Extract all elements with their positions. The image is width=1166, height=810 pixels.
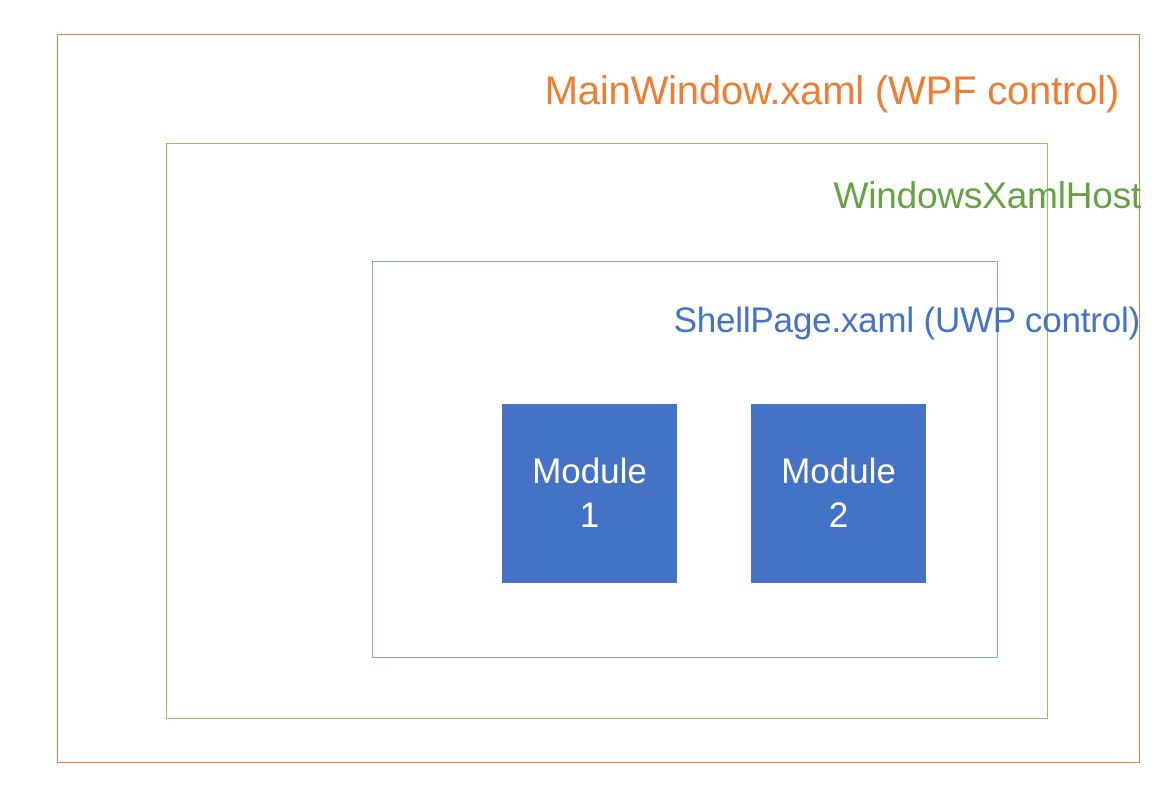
label-mainwindow-wpf: MainWindow.xaml (WPF control) [544, 69, 1120, 113]
module-1-index: 1 [579, 495, 600, 535]
module-2-index: 2 [828, 495, 849, 535]
module-2-name: Module [781, 451, 896, 491]
label-shellpage-uwp: ShellPage.xaml (UWP control) [673, 301, 1141, 340]
container-shellpage-uwp [372, 261, 998, 658]
label-windowsxamlhost: WindowsXamlHost [833, 175, 1142, 216]
module-block-1: Module 1 [502, 404, 677, 583]
module-1-name: Module [532, 451, 647, 491]
module-block-2: Module 2 [751, 404, 926, 583]
container-windowsxamlhost [166, 143, 1048, 719]
container-mainwindow-wpf [57, 34, 1140, 763]
